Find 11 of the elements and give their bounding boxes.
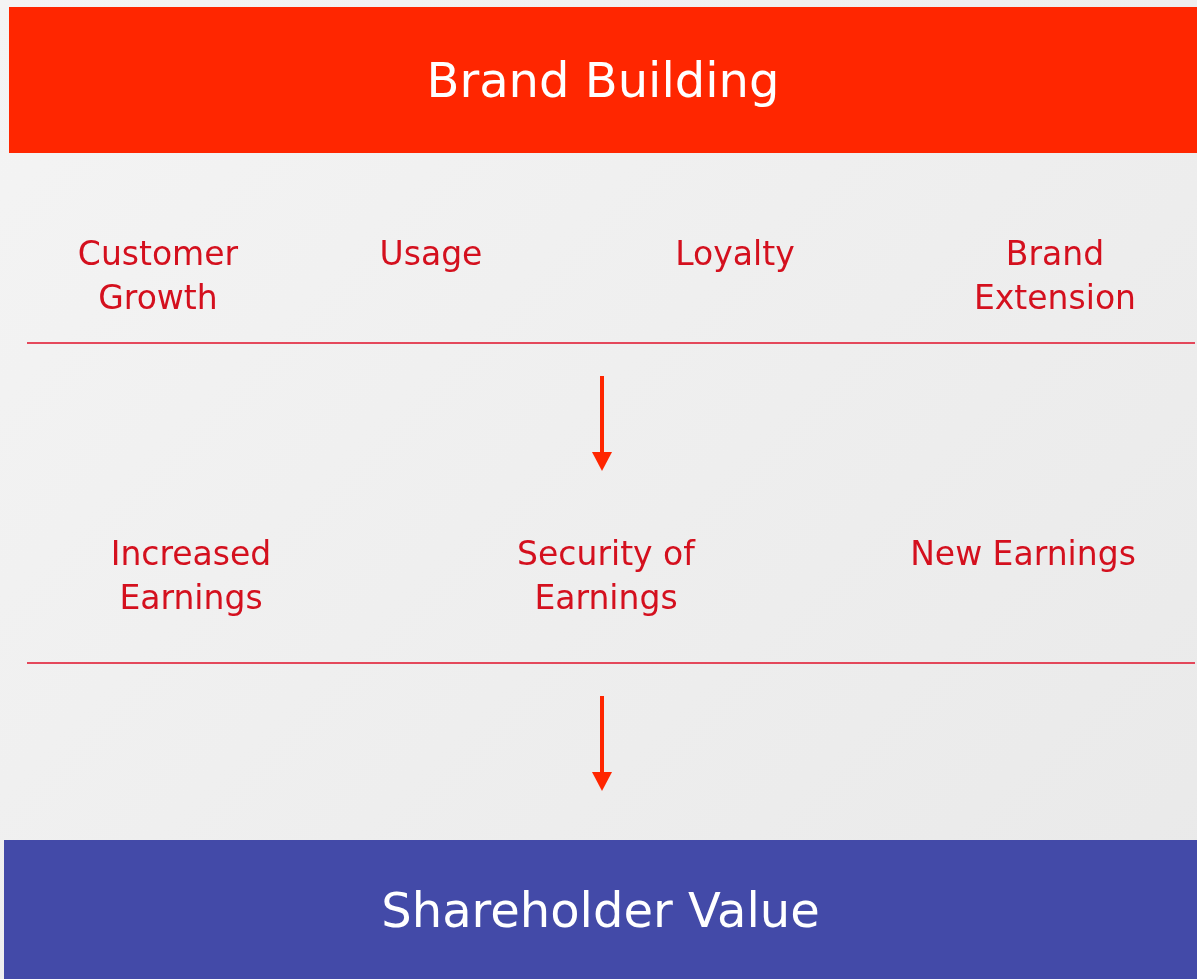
band-title: Brand Building <box>426 52 780 108</box>
stage-label: Loyalty <box>674 233 796 275</box>
stage-label: New Earnings <box>909 533 1137 575</box>
stage-label: Brand Extension <box>973 233 1137 319</box>
stage-label: Usage <box>378 233 484 275</box>
stage-label: Increased Earnings <box>109 533 273 619</box>
header-band <box>4 840 1197 979</box>
stage-label: Security of Earnings <box>516 533 697 619</box>
stage-label: Customer Growth <box>76 233 240 319</box>
band-title: Shareholder Value <box>381 881 820 938</box>
header-band <box>9 7 1197 153</box>
